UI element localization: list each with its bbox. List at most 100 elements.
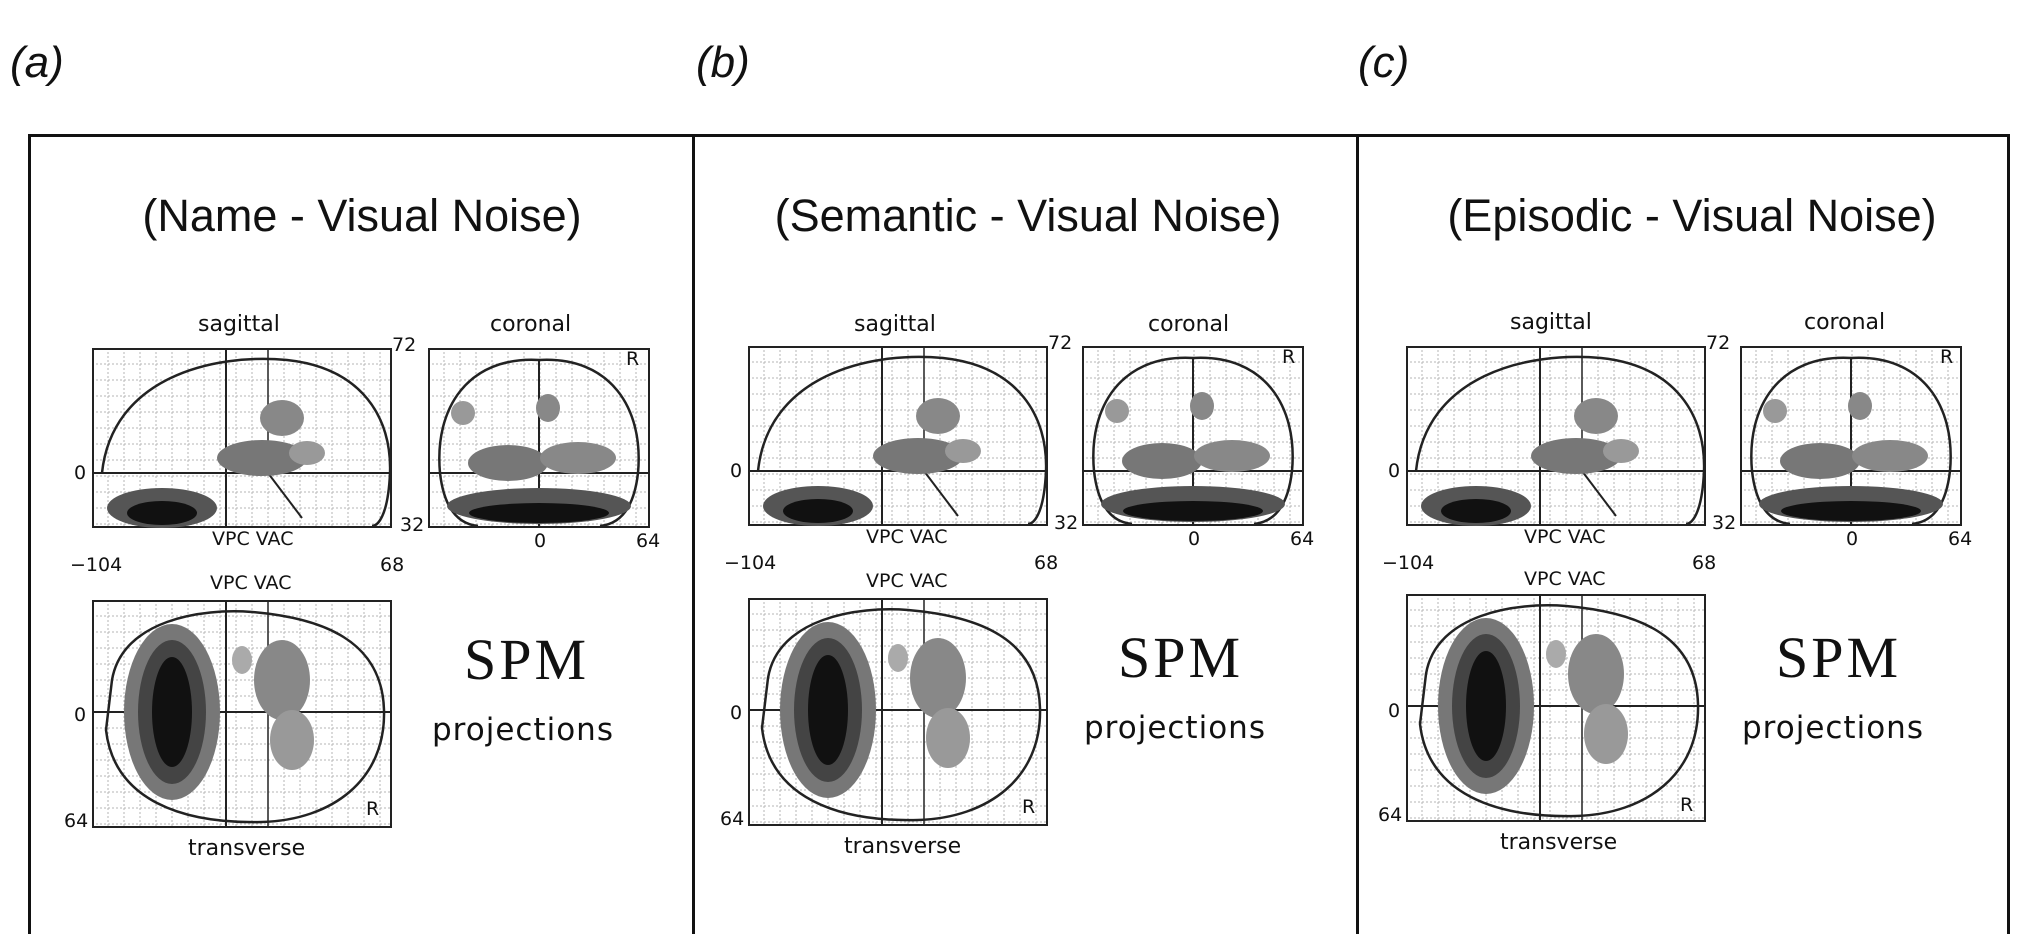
- sagittal-x-tick: 68: [1692, 552, 1717, 574]
- panel-title: (Episodic - Visual Noise): [1447, 190, 1937, 241]
- transverse-vpc-vac: VPC VAC: [210, 572, 292, 594]
- brain-outline: [1418, 604, 1700, 818]
- sagittal-x-tick: −104: [70, 554, 123, 576]
- activation-blob: [1122, 443, 1202, 479]
- activation-blob: [1441, 499, 1511, 523]
- sagittal-x-tick: −104: [724, 552, 777, 574]
- sagittal-vpc-vac: VPC VAC: [212, 528, 294, 550]
- activation-blob: [1584, 704, 1628, 764]
- coronal-title: coronal: [490, 312, 572, 337]
- transverse-y-tick: 0: [1388, 700, 1401, 722]
- sagittal-y-tick: 0: [74, 462, 87, 484]
- sagittal-x-tick: 68: [380, 554, 405, 576]
- spm-label: SPM: [464, 627, 590, 692]
- sagittal-x-tick: −104: [1382, 552, 1435, 574]
- brain-outline: [760, 608, 1042, 822]
- activation-blob: [926, 708, 970, 768]
- panel-a-label: (a): [10, 38, 64, 87]
- coronal-x-tick: 64: [1948, 528, 1973, 550]
- activation-blob: [1546, 640, 1566, 668]
- sagittal-title: sagittal: [854, 312, 936, 337]
- activation-blob: [1848, 392, 1872, 420]
- transverse-y-tick: 64: [64, 810, 89, 832]
- transverse-y-tick: 64: [720, 808, 745, 830]
- activation-blob: [451, 401, 475, 425]
- activation-blob: [289, 441, 325, 465]
- activation-blob: [152, 657, 192, 767]
- activation-blob: [1194, 440, 1270, 472]
- sagittal-y-tick: 32: [1054, 512, 1079, 534]
- coronal-x-tick: 64: [1290, 528, 1315, 550]
- sagittal-glass-brain: [92, 348, 392, 528]
- panel-b-label: (b): [696, 38, 750, 87]
- sagittal-title: sagittal: [198, 312, 280, 337]
- brain-outline: [756, 355, 1048, 526]
- brain-outline: [1750, 356, 1952, 526]
- transverse-vpc-vac: VPC VAC: [1524, 568, 1606, 590]
- transverse-vpc-vac: VPC VAC: [866, 570, 948, 592]
- brain-outline: [1414, 355, 1706, 526]
- activation-blob: [270, 710, 314, 770]
- view-border: [1082, 346, 1304, 526]
- transverse-glass-brain: [1406, 594, 1706, 822]
- activation-blob: [1763, 399, 1787, 423]
- sagittal-y-tick: 72: [1706, 332, 1731, 354]
- panel-c-label: (c): [1358, 38, 1410, 87]
- coronal-x-tick: 0: [1846, 528, 1859, 550]
- view-border: [92, 348, 392, 528]
- brain-outline: [267, 472, 303, 519]
- panel-title: (Name - Visual Noise): [142, 190, 582, 241]
- panel-divider: [692, 134, 695, 934]
- panel-divider: [1356, 134, 1359, 934]
- coronal-r-label: R: [1940, 346, 1954, 368]
- sagittal-glass-brain: [748, 346, 1048, 526]
- view-border: [92, 600, 392, 828]
- sagittal-vpc-vac: VPC VAC: [866, 526, 948, 548]
- coronal-glass-brain: [428, 348, 650, 528]
- activation-blob: [945, 439, 981, 463]
- activation-blob: [1781, 501, 1921, 521]
- activation-blob: [1852, 440, 1928, 472]
- transverse-glass-brain: [92, 600, 392, 828]
- sagittal-glass-brain: [1406, 346, 1706, 526]
- view-border: [1740, 346, 1962, 526]
- activation-blob: [1568, 634, 1624, 714]
- coronal-r-label: R: [626, 348, 640, 370]
- projections-label: projections: [432, 712, 614, 748]
- activation-blob: [127, 501, 197, 525]
- panel-c: (Episodic - Visual Noise) sagittal coron…: [1360, 134, 2024, 934]
- activation-blob: [1603, 439, 1639, 463]
- activation-blob: [1574, 398, 1618, 434]
- coronal-x-tick: 0: [534, 530, 547, 552]
- transverse-r-label: R: [366, 798, 380, 820]
- transverse-glass-brain: [748, 598, 1048, 826]
- sagittal-y-tick: 0: [1388, 460, 1401, 482]
- activation-blob: [873, 438, 963, 474]
- brain-outline: [438, 358, 640, 528]
- spm-label: SPM: [1118, 625, 1244, 690]
- view-border: [748, 598, 1048, 826]
- activation-blob: [469, 503, 609, 523]
- coronal-glass-brain: [1082, 346, 1304, 526]
- activation-blob: [1123, 501, 1263, 521]
- sagittal-x-tick: 68: [1034, 552, 1059, 574]
- transverse-r-label: R: [1022, 796, 1036, 818]
- activation-blob: [254, 640, 310, 720]
- sagittal-y-tick: 32: [1712, 512, 1737, 534]
- activation-blob: [260, 400, 304, 436]
- transverse-r-label: R: [1680, 794, 1694, 816]
- activation-blob: [468, 445, 548, 481]
- sagittal-y-tick: 0: [730, 460, 743, 482]
- figure-frame: [28, 134, 2010, 934]
- activation-blob: [808, 655, 848, 765]
- activation-blob: [1466, 651, 1506, 761]
- brain-outline: [923, 470, 959, 517]
- activation-blob: [916, 398, 960, 434]
- sagittal-y-tick: 72: [1048, 332, 1073, 354]
- transverse-title: transverse: [188, 836, 306, 861]
- sagittal-y-tick: 72: [392, 334, 417, 356]
- activation-blob: [1531, 438, 1621, 474]
- sagittal-title: sagittal: [1510, 310, 1592, 335]
- coronal-r-label: R: [1282, 346, 1296, 368]
- view-border: [748, 346, 1048, 526]
